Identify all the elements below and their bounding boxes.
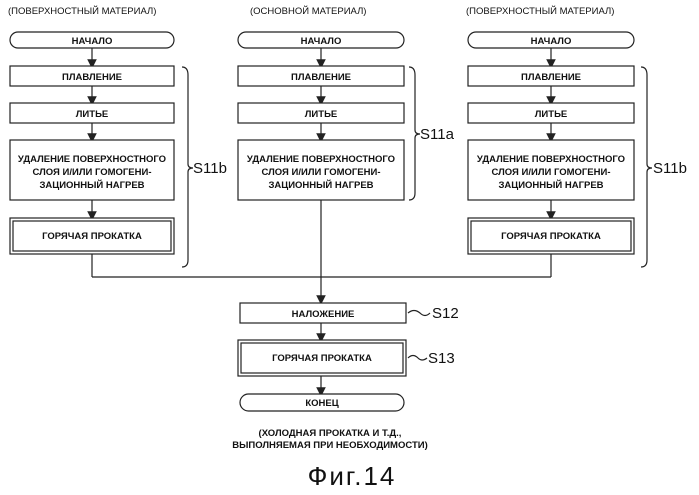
right-surface-removal-line-3: ЗАЦИОННЫЙ НАГРЕВ [498, 179, 603, 191]
end-label: КОНЕЦ [305, 398, 338, 409]
left-column-header: (ПОВЕРХНОСТНЫЙ МАТЕРИАЛ) [8, 5, 156, 17]
center-column: НАЧАЛО ПЛАВЛЕНИЕ ЛИТЬЕ УДАЛЕНИЕ ПОВЕРХНО… [238, 32, 455, 200]
center-s11a-label: S11a [420, 126, 455, 143]
stacking-label: НАЛОЖЕНИЕ [292, 309, 355, 320]
center-surface-removal-line-3: ЗАЦИОННЫЙ НАГРЕВ [268, 179, 373, 191]
right-melting-label: ПЛАВЛЕНИЕ [521, 72, 581, 83]
right-casting-label: ЛИТЬЕ [535, 109, 567, 120]
left-surface-removal-line-2: СЛОЯ И/ИЛИ ГОМОГЕНИ- [33, 167, 152, 178]
center-surface-removal-line-1: УДАЛЕНИЕ ПОВЕРХНОСТНОГО [247, 154, 395, 165]
s13-label: S13 [428, 350, 455, 367]
center-casting-label: ЛИТЬЕ [305, 109, 337, 120]
center-group-bracket [409, 67, 420, 200]
left-surface-removal-line-1: УДАЛЕНИЕ ПОВЕРХНОСТНОГО [18, 154, 166, 165]
final-hot-rolling-label: ГОРЯЧАЯ ПРОКАТКА [272, 353, 372, 364]
left-start-label: НАЧАЛО [72, 36, 113, 47]
note-line-1: (ХОЛОДНАЯ ПРОКАТКА И Т.Д., [259, 428, 402, 439]
center-surface-removal-line-2: СЛОЯ И/ИЛИ ГОМОГЕНИ- [262, 167, 381, 178]
right-surface-removal-line-1: УДАЛЕНИЕ ПОВЕРХНОСТНОГО [477, 154, 625, 165]
left-column: НАЧАЛО ПЛАВЛЕНИЕ ЛИТЬЕ УДАЛЕНИЕ ПОВЕРХНО… [10, 32, 227, 267]
bottom-sequence: НАЛОЖЕНИЕ S12 ГОРЯЧАЯ ПРОКАТКА S13 КОНЕЦ… [232, 303, 458, 451]
left-s11b-label: S11b [193, 160, 227, 177]
right-surface-removal-line-2: СЛОЯ И/ИЛИ ГОМОГЕНИ- [492, 167, 611, 178]
center-column-header: (ОСНОВНОЙ МАТЕРИАЛ) [250, 5, 366, 17]
s12-label: S12 [432, 305, 459, 322]
center-melting-label: ПЛАВЛЕНИЕ [291, 72, 351, 83]
right-hot-rolling-label: ГОРЯЧАЯ ПРОКАТКА [501, 231, 601, 242]
right-column-header: (ПОВЕРХНОСТНЫЙ МАТЕРИАЛ) [466, 5, 614, 17]
figure-caption: Фиг.14 [308, 461, 397, 491]
left-group-bracket [182, 67, 193, 267]
left-surface-removal-line-3: ЗАЦИОННЫЙ НАГРЕВ [39, 179, 144, 191]
right-group-bracket [641, 67, 652, 267]
note-line-2: ВЫПОЛНЯЕМАЯ ПРИ НЕОБХОДИМОСТИ) [232, 440, 428, 451]
right-s11b-label: S11b [653, 160, 687, 177]
left-hot-rolling-label: ГОРЯЧАЯ ПРОКАТКА [42, 231, 142, 242]
right-column: НАЧАЛО ПЛАВЛЕНИЕ ЛИТЬЕ УДАЛЕНИЕ ПОВЕРХНО… [468, 32, 687, 267]
center-start-label: НАЧАЛО [301, 36, 342, 47]
left-melting-label: ПЛАВЛЕНИЕ [62, 72, 122, 83]
right-start-label: НАЧАЛО [531, 36, 572, 47]
left-casting-label: ЛИТЬЕ [76, 109, 108, 120]
